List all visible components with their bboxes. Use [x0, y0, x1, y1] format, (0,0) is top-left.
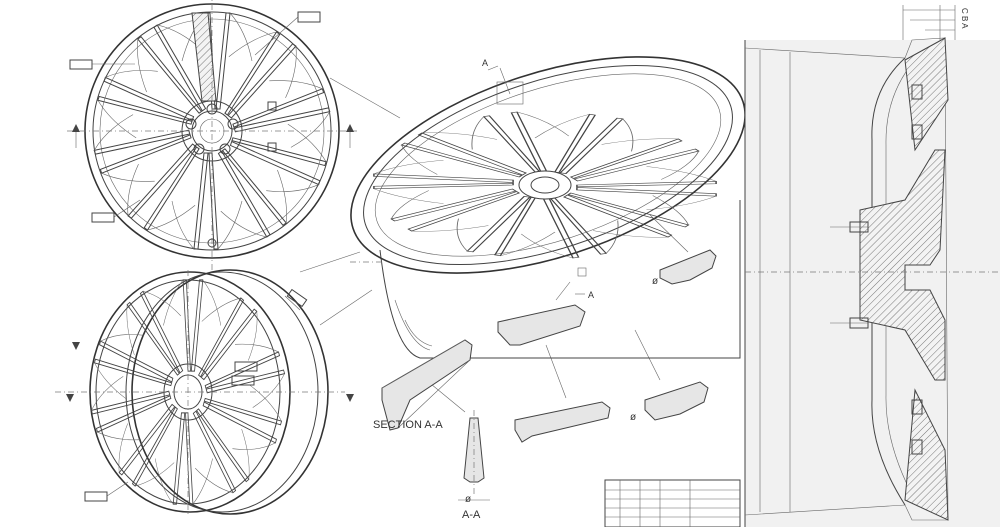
- wheel-angled-view: [55, 269, 354, 515]
- section-a-a: SECTION A-A ø A-A: [373, 410, 490, 521]
- profile-1: [381, 339, 473, 431]
- cut-label-a-top: A: [482, 58, 488, 68]
- diameter-mark-2: ø: [630, 412, 636, 423]
- diameter-mark-3: ø: [465, 494, 471, 505]
- profile-5: [644, 381, 709, 421]
- hub-section: [859, 149, 946, 381]
- section-profiles: ø ø: [381, 249, 717, 443]
- front-view-callouts: [69, 11, 354, 223]
- profile-2: [497, 304, 586, 346]
- profile-3: [514, 401, 611, 443]
- section-id: A-A: [462, 509, 481, 521]
- wheel-perspective-view: A A: [350, 56, 746, 359]
- profile-4: [659, 249, 717, 285]
- title-block: [604, 479, 741, 527]
- section-title: SECTION A-A: [373, 419, 443, 431]
- wheel-front-view: [67, 0, 357, 271]
- side-section-view: C B A: [744, 5, 1000, 527]
- cut-label-a-bottom: A: [588, 290, 594, 300]
- diameter-mark-1: ø: [652, 276, 658, 287]
- side-axis-labels: C B A: [960, 8, 969, 29]
- leader-arrows: [299, 77, 689, 413]
